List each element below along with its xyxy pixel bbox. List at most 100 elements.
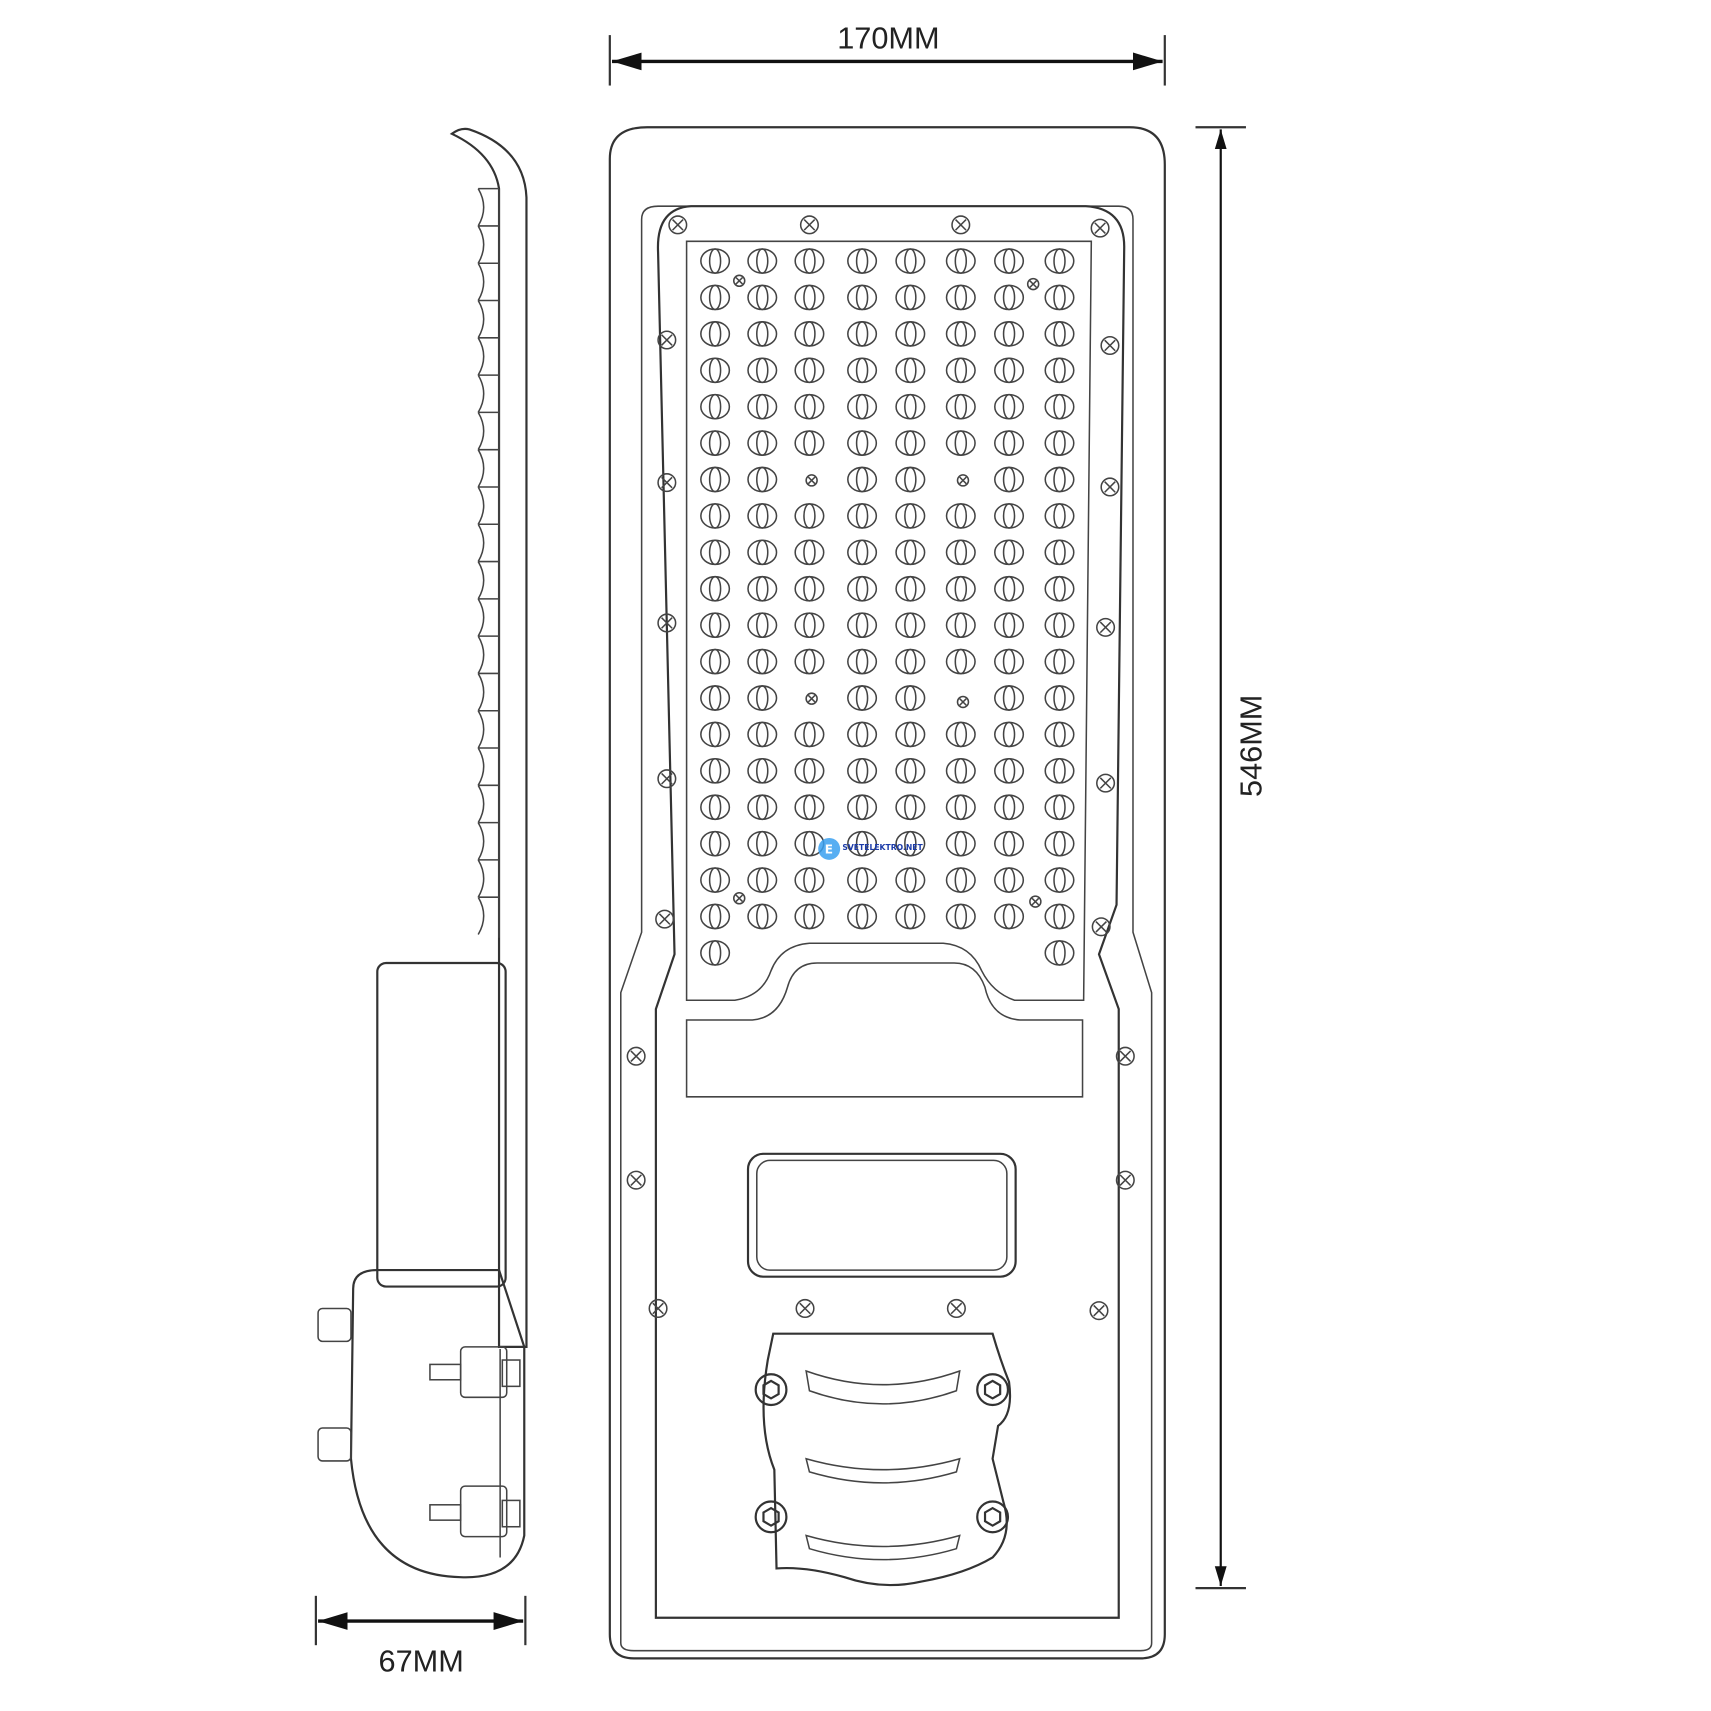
led bbox=[700, 539, 731, 566]
led bbox=[895, 867, 926, 893]
led bbox=[747, 685, 778, 711]
led bbox=[895, 503, 926, 529]
led bbox=[847, 466, 878, 493]
led bbox=[794, 757, 825, 784]
led bbox=[747, 248, 778, 274]
led bbox=[994, 357, 1025, 384]
led bbox=[1044, 284, 1075, 311]
screw-icon bbox=[1096, 773, 1116, 793]
led bbox=[700, 357, 731, 384]
led bbox=[847, 830, 878, 857]
led bbox=[847, 503, 878, 529]
led bbox=[794, 721, 825, 748]
led bbox=[895, 903, 926, 930]
led bbox=[895, 248, 926, 274]
led bbox=[994, 903, 1025, 930]
screw-icon bbox=[805, 474, 818, 487]
svg-text:E: E bbox=[825, 842, 833, 856]
hex-bolt-icon bbox=[754, 1500, 788, 1534]
led bbox=[700, 430, 731, 456]
led bbox=[747, 612, 778, 639]
led bbox=[794, 867, 825, 893]
screw-icon bbox=[1096, 617, 1116, 637]
watermark-text: SVETELEKTRO.NET bbox=[842, 843, 923, 852]
height-dimension: 546MM bbox=[1195, 126, 1268, 1590]
led bbox=[895, 321, 926, 347]
led bbox=[747, 903, 778, 930]
screw-icon bbox=[1089, 1301, 1109, 1321]
led bbox=[794, 903, 825, 930]
led bbox=[847, 721, 878, 748]
led bbox=[847, 539, 878, 566]
led bbox=[847, 248, 878, 274]
screw-icon bbox=[946, 1298, 966, 1319]
led bbox=[847, 648, 878, 675]
led bbox=[700, 503, 731, 529]
led bbox=[945, 393, 976, 420]
led bbox=[847, 321, 878, 347]
led bbox=[945, 794, 976, 821]
led bbox=[1044, 903, 1075, 930]
front-view: E SVETELEKTRO.NET bbox=[608, 126, 1166, 1660]
hex-bolt-icon bbox=[976, 1500, 1010, 1534]
screw-icon bbox=[657, 330, 677, 350]
led bbox=[895, 685, 926, 711]
led bbox=[945, 721, 976, 748]
led bbox=[945, 575, 976, 602]
screw-icon bbox=[732, 892, 746, 905]
screw-icon bbox=[956, 474, 970, 487]
screw-icon bbox=[795, 1298, 815, 1319]
led bbox=[747, 466, 778, 493]
led bbox=[747, 757, 778, 784]
led bbox=[794, 248, 825, 274]
led bbox=[895, 648, 926, 675]
led bbox=[945, 430, 976, 456]
screw-icon bbox=[1100, 335, 1120, 356]
led-grid bbox=[700, 248, 1075, 966]
led bbox=[747, 321, 778, 347]
led bbox=[700, 648, 731, 675]
led bbox=[1044, 612, 1075, 639]
led bbox=[847, 794, 878, 821]
led bbox=[700, 321, 731, 347]
led bbox=[994, 648, 1025, 675]
led bbox=[994, 867, 1025, 893]
led bbox=[747, 284, 778, 311]
led bbox=[700, 393, 731, 420]
hex-bolt-icon bbox=[976, 1373, 1010, 1407]
led bbox=[895, 430, 926, 456]
led bbox=[994, 794, 1025, 821]
led bbox=[700, 867, 731, 893]
led bbox=[945, 612, 976, 639]
led bbox=[700, 830, 731, 857]
led bbox=[747, 794, 778, 821]
screw-icon bbox=[1115, 1046, 1135, 1066]
led bbox=[1044, 248, 1075, 274]
led bbox=[1044, 648, 1075, 675]
led bbox=[895, 466, 926, 493]
depth-label: 67MM bbox=[379, 1644, 464, 1679]
screw-icon bbox=[626, 1046, 646, 1066]
led bbox=[994, 248, 1025, 274]
led bbox=[994, 430, 1025, 456]
led bbox=[1044, 794, 1075, 821]
led bbox=[994, 612, 1025, 639]
height-label: 546MM bbox=[1233, 695, 1268, 797]
watermark-logo: E SVETELEKTRO.NET bbox=[818, 837, 924, 860]
led bbox=[895, 830, 926, 857]
led bbox=[747, 830, 778, 857]
screw-icon bbox=[1026, 277, 1040, 291]
led bbox=[747, 393, 778, 420]
led bbox=[847, 575, 878, 602]
screw-icon bbox=[1029, 895, 1042, 908]
led bbox=[1044, 575, 1075, 602]
screw-icon bbox=[951, 215, 971, 235]
led bbox=[945, 357, 976, 384]
led bbox=[895, 357, 926, 384]
led bbox=[794, 575, 825, 602]
screw-icon bbox=[1100, 477, 1120, 497]
led bbox=[945, 503, 976, 529]
led bbox=[700, 721, 731, 748]
screw-icon bbox=[657, 769, 677, 789]
